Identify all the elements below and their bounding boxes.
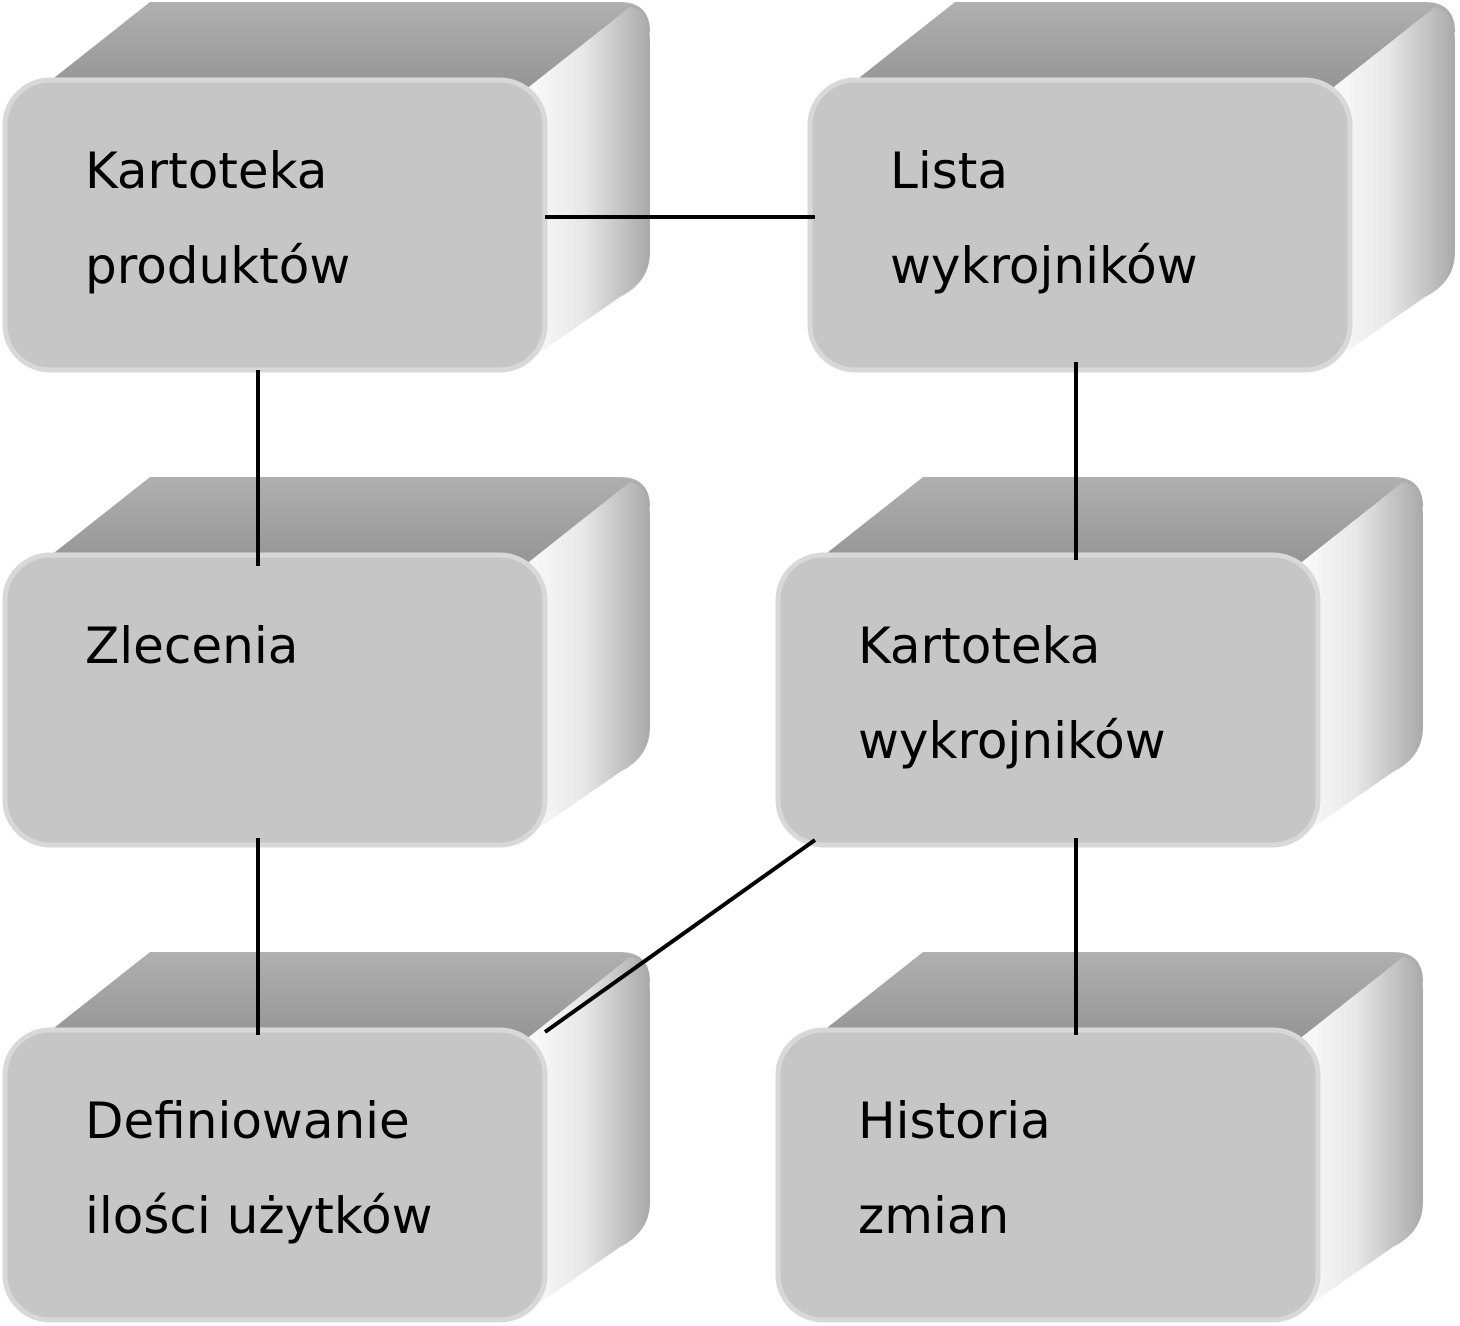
- node-lista-wykrojnikow: Lista wykrojników: [807, 2, 1455, 373]
- block-front-face: [775, 552, 1321, 848]
- node-label-line: Definiowanie: [85, 1092, 410, 1150]
- node-kartoteka-produktow: Kartoteka produktów: [2, 2, 650, 373]
- node-label-line: Lista: [890, 142, 1008, 200]
- block-front-face: [807, 77, 1353, 373]
- block-front-face: [2, 552, 548, 848]
- node-label-line: ilości użytków: [85, 1187, 433, 1245]
- block-side-face: [1320, 7, 1455, 370]
- node-label-line: Kartoteka: [85, 142, 327, 200]
- node-zlecenia: Zlecenia: [2, 477, 650, 848]
- node-historia-zmian: Historia zmian: [775, 952, 1423, 1323]
- block-side-face: [515, 957, 650, 1320]
- node-label-line: wykrojników: [858, 712, 1166, 770]
- block-side-face: [1288, 482, 1423, 845]
- node-label-line: Kartoteka: [858, 617, 1100, 675]
- node-label-line: Historia: [858, 1092, 1051, 1150]
- block-front-face: [2, 77, 548, 373]
- node-definiowanie-ilosci-uzytkow: Definiowanie ilości użytków: [2, 952, 650, 1323]
- node-label-line: wykrojników: [890, 237, 1198, 295]
- block-side-face: [515, 482, 650, 845]
- node-label-line: produktów: [85, 237, 350, 295]
- node-label-line: zmian: [858, 1187, 1009, 1245]
- node-label-line: Zlecenia: [85, 617, 298, 675]
- block-front-face: [2, 1027, 548, 1323]
- block-side-face: [1288, 957, 1423, 1320]
- block-front-face: [775, 1027, 1321, 1323]
- connector-kartoteka-wykrojnikow-definiowanie-ilosci-uzytkow: [543, 838, 817, 1034]
- block-side-face: [515, 7, 650, 370]
- node-kartoteka-wykrojnikow: Kartoteka wykrojników: [775, 477, 1423, 848]
